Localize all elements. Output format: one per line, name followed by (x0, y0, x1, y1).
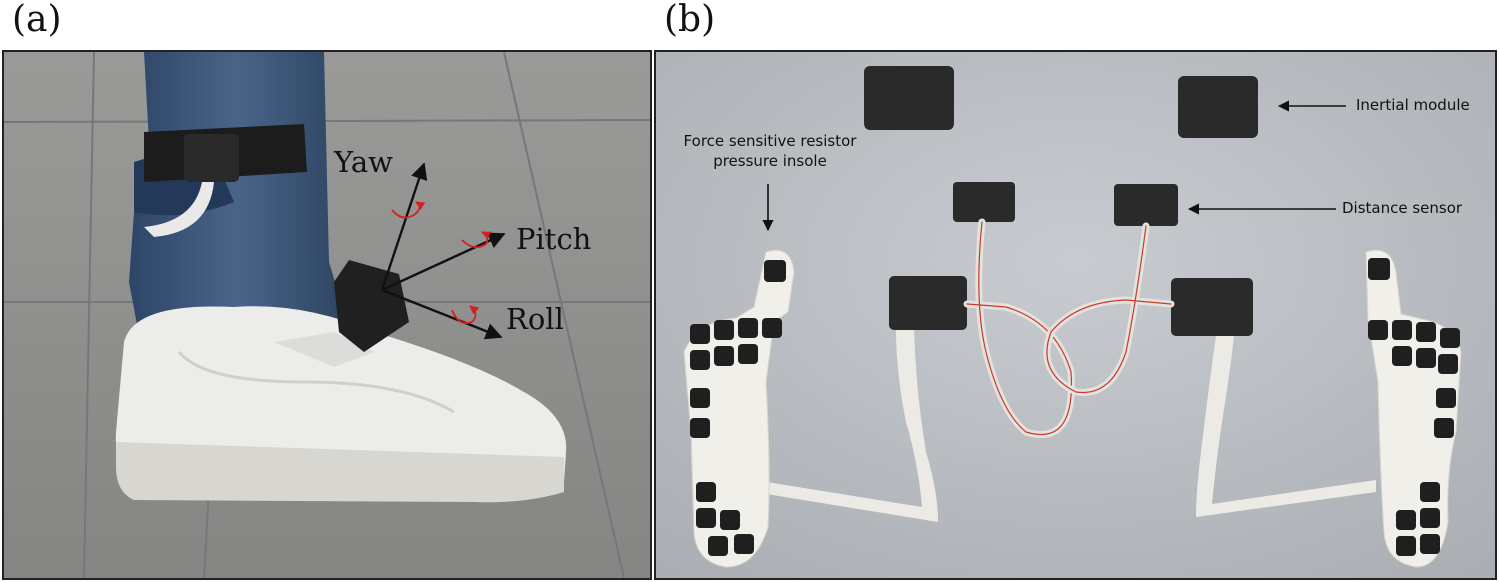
sensor-kit-photo (656, 52, 1495, 578)
foot-inertial-module (334, 260, 409, 352)
panel-a-photo: Yaw Pitch Roll (2, 50, 652, 580)
roll-label: Roll (506, 302, 564, 336)
insole-module-left (889, 276, 967, 330)
insole-annotation-line1: Force sensitive resistor (683, 132, 857, 150)
fsr-sensors-left (690, 260, 786, 556)
insole-module-right (1171, 278, 1253, 336)
panel-b-label: (b) (664, 0, 716, 40)
yaw-label: Yaw (333, 145, 393, 179)
inertial-module-right (1178, 76, 1258, 138)
yaw-rotation-icon (391, 201, 426, 219)
inertial-module-annotation: Inertial module (1356, 96, 1470, 114)
panel-a-label: (a) (12, 0, 62, 40)
roll-axis-arrow (381, 288, 503, 340)
inertial-module-left (864, 66, 954, 130)
fsr-sensors-right (1368, 258, 1460, 556)
pitch-rotation-icon (461, 231, 492, 249)
upper-inertial-module (184, 134, 239, 182)
distance-sensor-annotation: Distance sensor (1342, 199, 1463, 217)
roll-rotation-icon (451, 305, 480, 325)
sensor-cable (144, 182, 214, 237)
panel-b-photo: Force sensitive resistor pressure insole… (654, 50, 1497, 580)
insole-annotation-line2: pressure insole (713, 152, 827, 170)
pitch-axis-arrow (381, 232, 506, 292)
white-sneaker (115, 306, 567, 492)
distance-sensor-right (1114, 184, 1178, 226)
pitch-label: Pitch (516, 222, 591, 256)
flex-cable-right (1196, 336, 1376, 517)
distance-sensor-left (953, 182, 1015, 222)
ankle-sensor-photo: Yaw Pitch Roll (4, 52, 650, 578)
yaw-axis-arrow (380, 162, 428, 291)
